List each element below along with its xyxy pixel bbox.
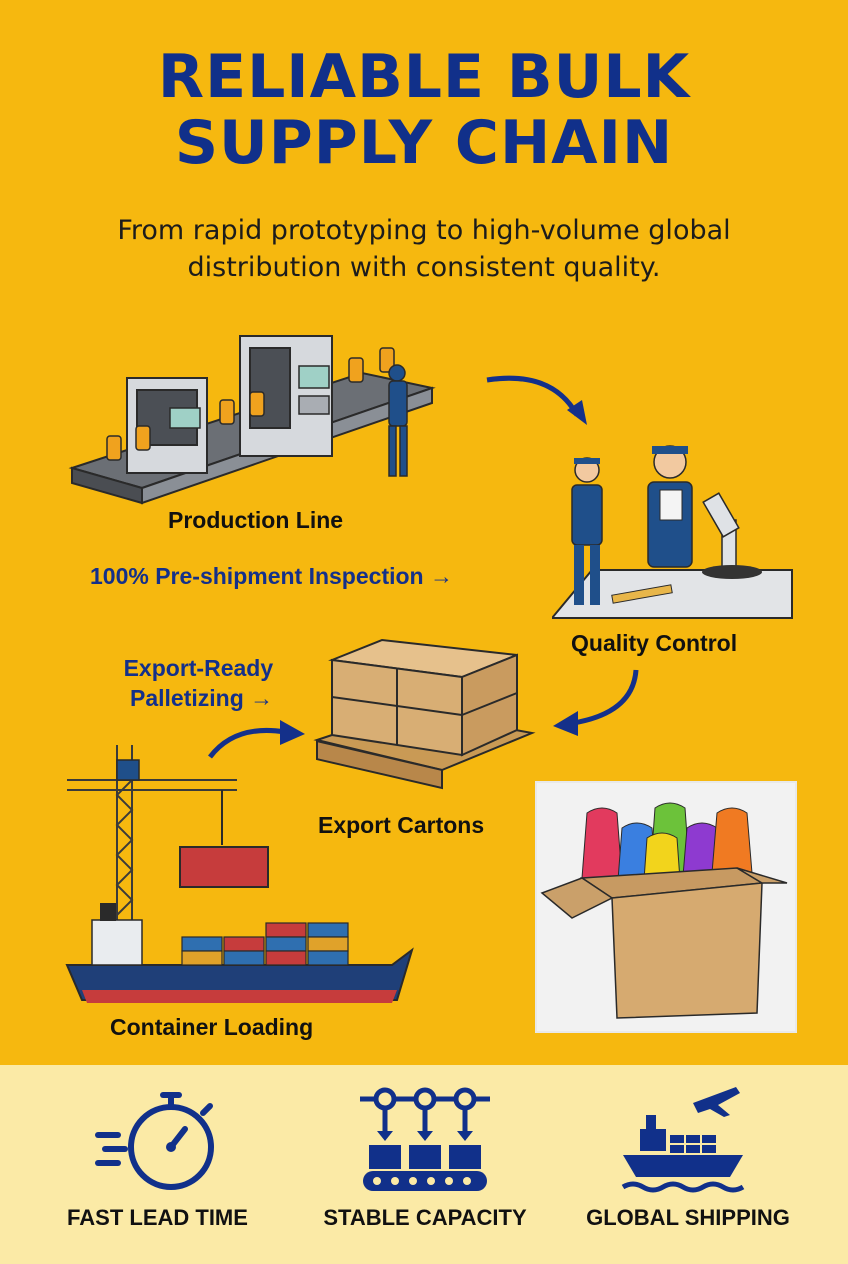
inspection-note-label: 100% Pre-shipment Inspection → <box>90 563 453 589</box>
page-subtitle: From rapid prototyping to high-volume gl… <box>30 212 818 286</box>
flow-arrow-to-quality-control <box>486 375 587 425</box>
palletizing-label: Export-Ready Palletizing → <box>120 653 274 713</box>
production-line-illustration <box>68 335 436 505</box>
ship-plane-icon <box>621 1087 745 1193</box>
export-cartons-illustration <box>313 638 536 790</box>
feature-fast-lead-time: FAST LEAD TIME <box>45 1085 270 1231</box>
feature-stable-capacity: STABLE CAPACITY <box>310 1085 540 1231</box>
feature-label-fast-lead-time: FAST LEAD TIME <box>67 1205 248 1230</box>
feature-label-stable-capacity: STABLE CAPACITY <box>323 1205 527 1230</box>
container-loading-illustration <box>65 745 414 1003</box>
title-line-1: RELIABLE BULK <box>157 42 691 112</box>
production-line-label: Production Line <box>168 507 344 533</box>
title-line-2: SUPPLY CHAIN <box>174 108 674 178</box>
flow-arrow-to-export-cartons <box>553 669 639 736</box>
export-cartons-label: Export Cartons <box>318 812 485 838</box>
flow-arrow-to-pallet <box>208 720 305 759</box>
palletizing-line-1: Export-Ready <box>123 655 274 681</box>
production-capacity-icon <box>360 1087 490 1191</box>
feature-global-shipping: GLOBAL SHIPPING <box>573 1085 803 1231</box>
container-loading-label: Container Loading <box>110 1014 314 1040</box>
palletizing-line-2: Palletizing → <box>130 685 274 711</box>
stopwatch-icon <box>94 1092 214 1190</box>
product-photo <box>535 781 797 1033</box>
carton-with-pouches-image <box>537 783 795 1031</box>
quality-control-illustration <box>552 445 793 619</box>
subtitle-line-2: distribution with consistent quality. <box>187 252 661 283</box>
quality-control-label: Quality Control <box>571 630 738 656</box>
page-title: RELIABLE BULK SUPPLY CHAIN <box>0 44 848 176</box>
subtitle-line-1: From rapid prototyping to high-volume gl… <box>117 215 731 246</box>
feature-label-global-shipping: GLOBAL SHIPPING <box>586 1205 790 1230</box>
